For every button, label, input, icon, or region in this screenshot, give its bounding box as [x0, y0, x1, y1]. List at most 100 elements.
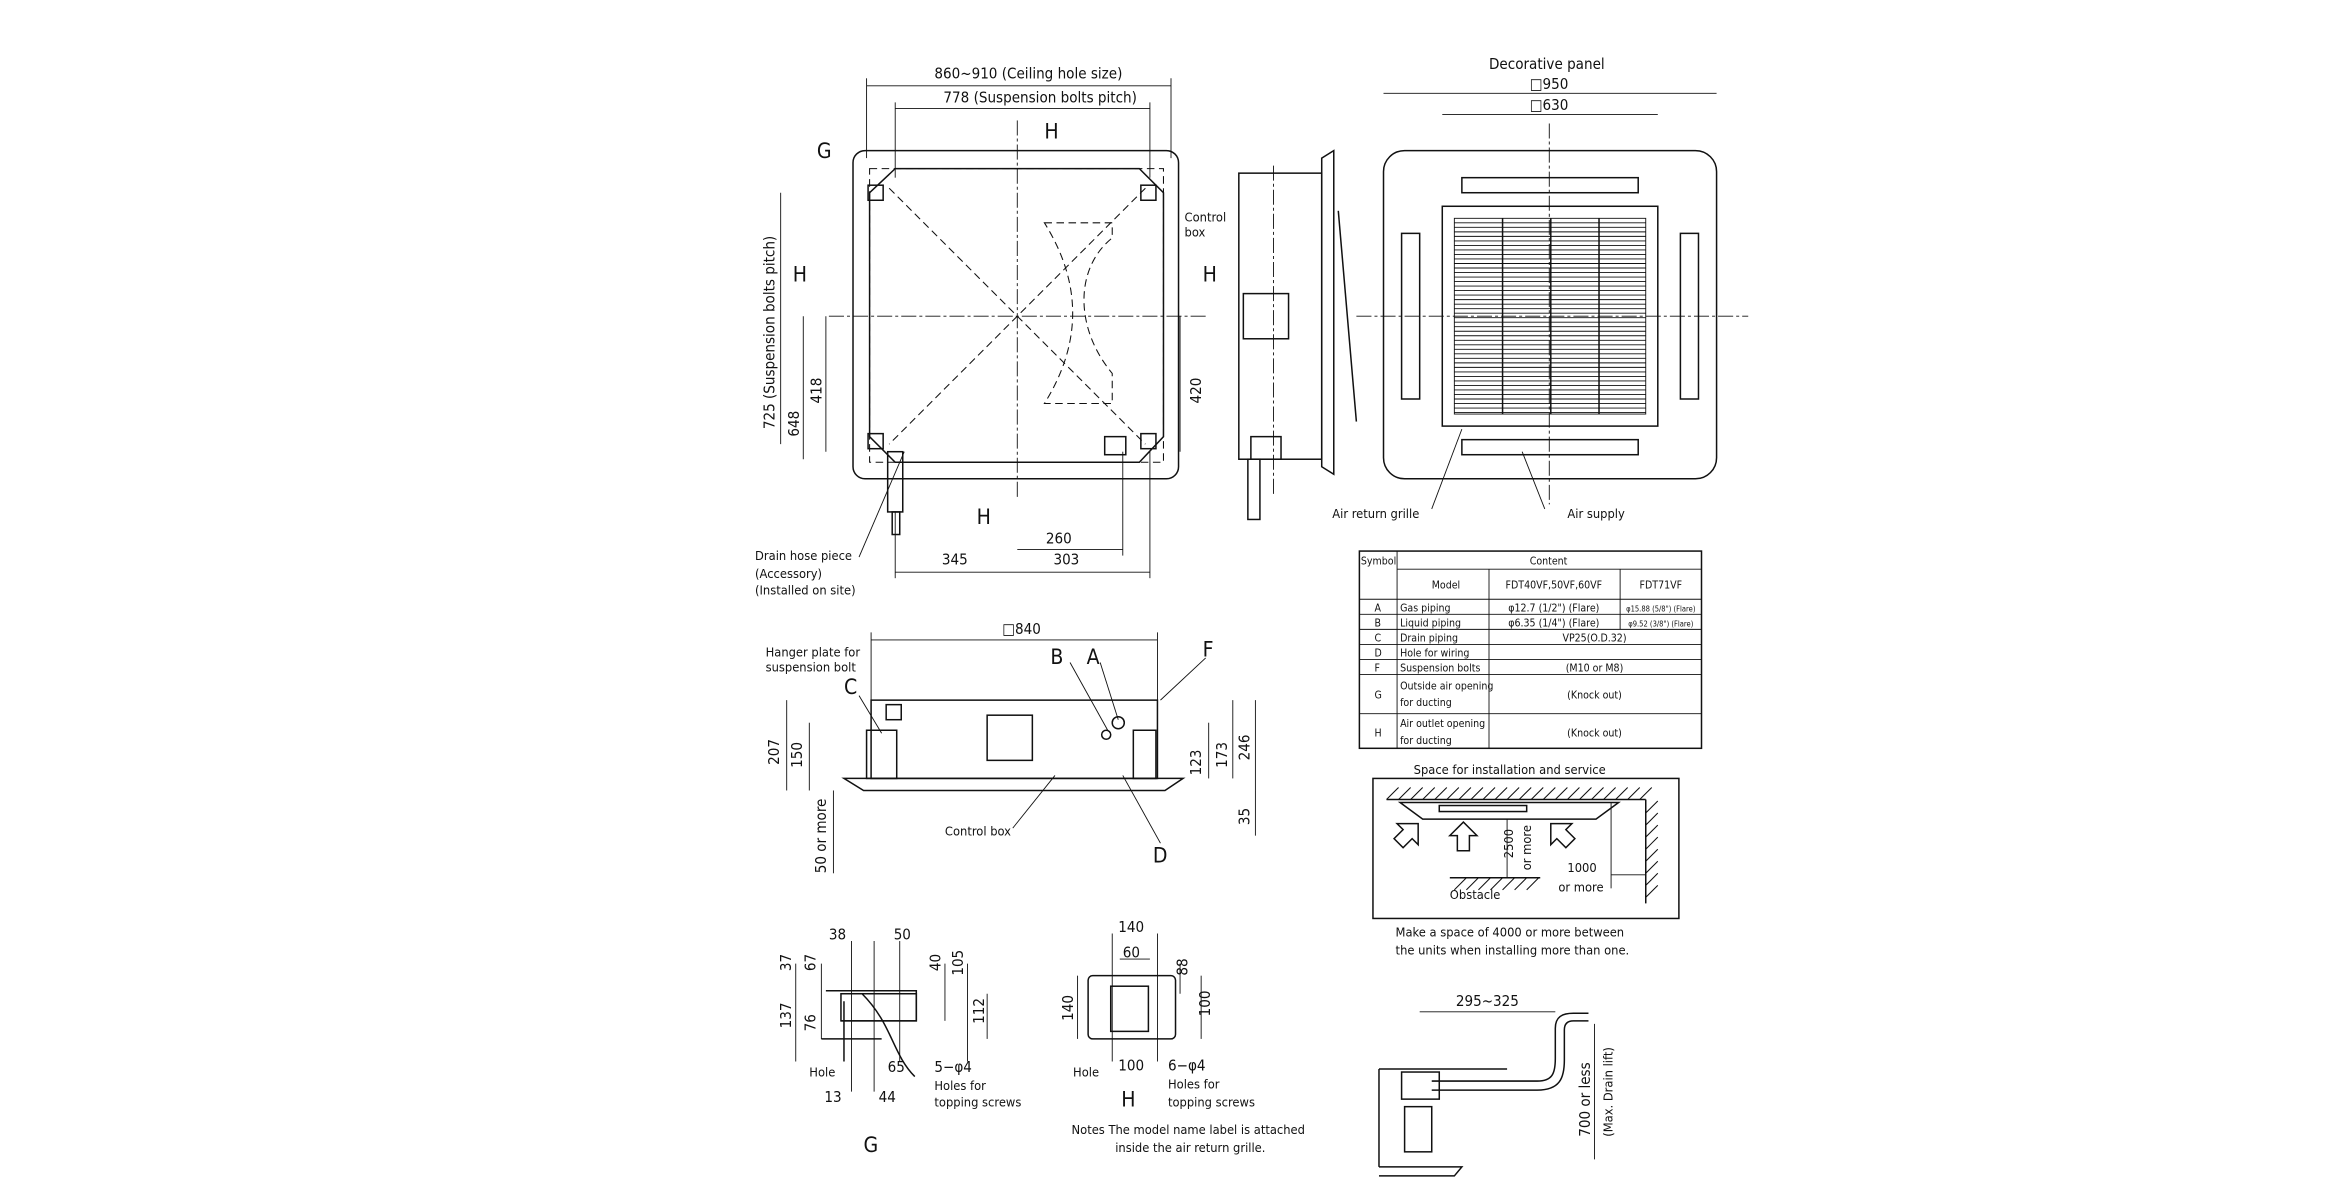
- drawing-line: [1526, 877, 1540, 891]
- label-h-bottom: H: [977, 504, 991, 529]
- obstacle-label: Obstacle: [1450, 888, 1501, 903]
- label-d: D: [1153, 843, 1168, 868]
- drawing-line: [1645, 860, 1659, 874]
- label-h-left: H: [793, 262, 807, 287]
- table-row: B Liquid piping φ6.35 (1/4") (Flare) φ9.…: [1374, 617, 1693, 629]
- or-more-v: or more: [1520, 825, 1535, 870]
- drawing-line: [1422, 787, 1436, 800]
- drawing-line: [1645, 824, 1659, 838]
- g-d44: 44: [879, 1088, 896, 1106]
- drain-dim: 295~325: [1456, 992, 1519, 1010]
- drawing-line: [1458, 787, 1472, 800]
- h-label: H: [1121, 1087, 1135, 1112]
- table-row: C Drain piping VP25(O.D.32): [1374, 632, 1626, 644]
- g-d105: 105: [949, 950, 967, 976]
- svg-text:Outside air opening: Outside air opening: [1400, 681, 1493, 693]
- h-holes: 6−φ4: [1168, 1057, 1206, 1075]
- svg-text:Suspension bolts: Suspension bolts: [1400, 663, 1480, 675]
- front-view: □840 C B A F D Hanger plate for suspensi…: [765, 620, 1256, 873]
- svg-text:B: B: [1374, 617, 1381, 629]
- drain-lift-diagram: 295~325 700 or less (Max. Drain lift): [1378, 992, 1617, 1177]
- dim-303: 303: [1053, 551, 1079, 569]
- dim-418: 418: [807, 378, 825, 404]
- or-more-h: or more: [1558, 880, 1603, 895]
- drawing-line: [1398, 787, 1412, 800]
- drawing-line: [1530, 787, 1544, 800]
- svg-text:Air outlet opening: Air outlet opening: [1400, 718, 1485, 730]
- dim-207: 207: [765, 739, 783, 765]
- dim-420: 420: [1187, 378, 1205, 404]
- drawing-line: [1470, 787, 1484, 800]
- model-label: Model: [1432, 580, 1460, 592]
- h-topping: topping screws: [1168, 1096, 1255, 1111]
- h-d100: 100: [1118, 1057, 1144, 1075]
- svg-text:Drain piping: Drain piping: [1400, 632, 1458, 644]
- drawing-line: [1518, 787, 1532, 800]
- notes-line-2: inside the air return grille.: [1115, 1141, 1265, 1156]
- header-content: Content: [1530, 556, 1568, 568]
- panel-title: Decorative panel: [1489, 55, 1605, 73]
- svg-text:φ6.35 (1/4") (Flare): φ6.35 (1/4") (Flare): [1508, 617, 1599, 629]
- label-b: B: [1050, 644, 1063, 669]
- drawing-line: [1482, 787, 1496, 800]
- drawing-line: [1591, 787, 1604, 800]
- h-d60: 60: [1123, 944, 1140, 962]
- drain-hose-label-2: (Accessory): [755, 567, 822, 582]
- svg-text:Hole for wiring: Hole for wiring: [1400, 647, 1469, 659]
- h-d140: 140: [1118, 918, 1144, 936]
- h-d100v: 100: [1196, 990, 1214, 1016]
- drain-max-2: (Max. Drain lift): [1602, 1047, 1617, 1137]
- drain-hose-label-3: (Installed on site): [755, 584, 856, 599]
- drawing-line: [1627, 787, 1641, 800]
- drawing-line: [1542, 787, 1556, 800]
- bolt-pitch-dim: 778 (Suspension bolts pitch): [943, 88, 1136, 106]
- drawing-line: [1446, 787, 1460, 800]
- svg-text:D: D: [1374, 647, 1381, 659]
- drawing-line: [1639, 787, 1653, 800]
- table-row: D Hole for wiring: [1374, 647, 1469, 659]
- label-f: F: [1203, 636, 1214, 661]
- svg-text:A: A: [1374, 602, 1381, 614]
- air-supply-label: Air supply: [1567, 507, 1625, 522]
- svg-text:VP25(O.D.32): VP25(O.D.32): [1562, 632, 1626, 644]
- dim-260: 260: [1046, 530, 1072, 548]
- g-hole: Hole: [809, 1066, 835, 1081]
- dim-123: 123: [1187, 750, 1205, 776]
- label-a: A: [1087, 644, 1100, 669]
- drawing-line: [1603, 787, 1616, 800]
- drawing-line: [1645, 800, 1659, 814]
- dim-173: 173: [1213, 742, 1231, 768]
- hanger-label-2: suspension bolt: [766, 661, 857, 676]
- bolt-pitch-v-dim: 725 (Suspension bolts pitch): [761, 236, 779, 429]
- side-view: [1238, 149, 1358, 521]
- air-return-label: Air return grille: [1332, 507, 1419, 522]
- svg-text:for ducting: for ducting: [1400, 697, 1452, 709]
- dim-150: 150: [788, 742, 806, 768]
- drawing-line: [1410, 787, 1424, 800]
- drawing-line: [1506, 787, 1520, 800]
- svg-text:Gas piping: Gas piping: [1400, 602, 1450, 614]
- dim-630: □630: [1530, 96, 1569, 114]
- drawing-line: [1645, 872, 1659, 886]
- space-note-2: the units when installing more than one.: [1396, 944, 1630, 959]
- control-box-label: Control: [1185, 210, 1227, 225]
- ceiling-hole-dim: 860~910 (Ceiling hole size): [934, 64, 1122, 82]
- space-note-1: Make a space of 4000 or more between: [1396, 926, 1625, 941]
- g-label: G: [864, 1132, 879, 1157]
- drawing-line: [1566, 787, 1580, 800]
- drawing-line: [1645, 848, 1659, 862]
- h-hole: Hole: [1073, 1066, 1099, 1081]
- dim-35: 35: [1235, 808, 1253, 825]
- drawing-line: [1554, 787, 1568, 800]
- h-d88: 88: [1174, 958, 1192, 975]
- drawing-line: [1490, 877, 1503, 891]
- space-title: Space for installation and service: [1414, 763, 1606, 778]
- control-box-label-2: box: [1185, 225, 1206, 240]
- g-d40: 40: [926, 954, 944, 971]
- detail-h: 140 60 88 140 100 Hole 100 6−φ4 Holes fo…: [1059, 918, 1255, 1112]
- decorative-panel-view: Decorative panel □950 □630 Air return gr…: [1332, 55, 1749, 522]
- drawing-line: [1615, 787, 1629, 800]
- g-d112: 112: [970, 998, 988, 1024]
- drawing-line: [1645, 836, 1659, 850]
